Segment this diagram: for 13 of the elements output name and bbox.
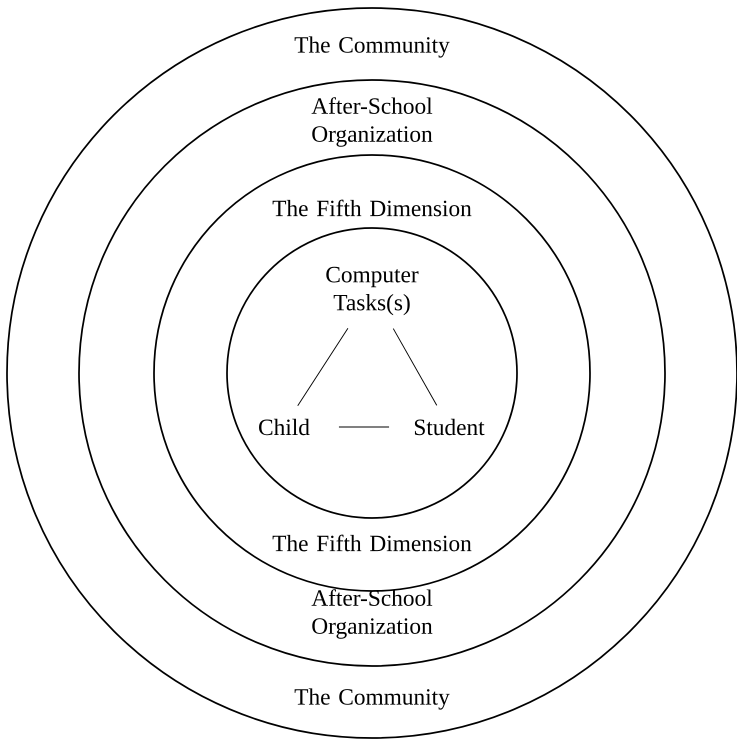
text-label: Student (414, 418, 485, 436)
text-label: Computer Tasks(s) (326, 266, 418, 316)
ring-label: The Community (294, 36, 450, 58)
connector-line (297, 328, 348, 406)
ring-label: The Community (294, 688, 450, 710)
ring-label: The Fifth Dimension (272, 534, 472, 552)
connector-line (338, 426, 390, 428)
text-label: Child (259, 418, 310, 436)
ring (226, 227, 518, 519)
ring-label: After-School Organization (312, 97, 432, 147)
ring-label: The Fifth Dimension (272, 200, 472, 216)
connector-line (392, 328, 438, 406)
ring-label: After-School Organization (312, 589, 432, 639)
